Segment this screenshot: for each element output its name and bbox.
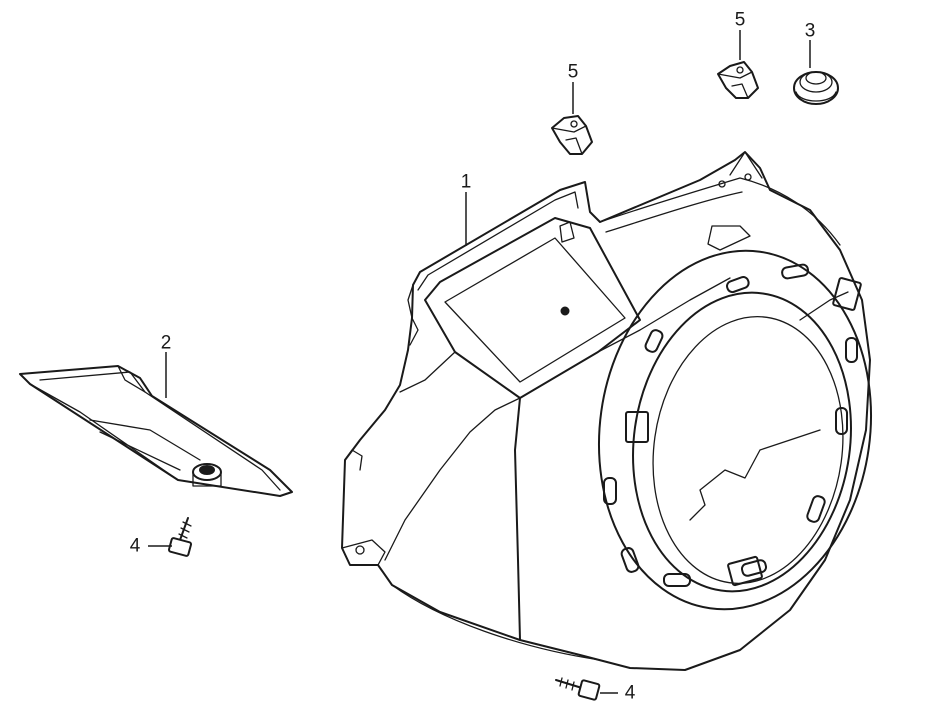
blower-housing	[341, 151, 873, 671]
leader-lines	[148, 30, 811, 694]
callout-bolt-bottom: 4	[624, 682, 636, 704]
grommet	[793, 71, 839, 105]
callout-cover-plate: 2	[160, 332, 172, 354]
clip-left	[551, 115, 593, 155]
callout-bolt-left: 4	[129, 535, 141, 557]
bolt-left	[167, 517, 193, 557]
clip-upper	[717, 61, 759, 99]
callout-clip-left: 5	[567, 61, 579, 83]
callout-blower-housing: 1	[460, 171, 472, 193]
callout-clip-upper: 5	[734, 9, 746, 31]
callout-grommet: 3	[804, 20, 816, 42]
bolt-bottom	[555, 677, 601, 701]
cover-plate	[19, 365, 293, 497]
